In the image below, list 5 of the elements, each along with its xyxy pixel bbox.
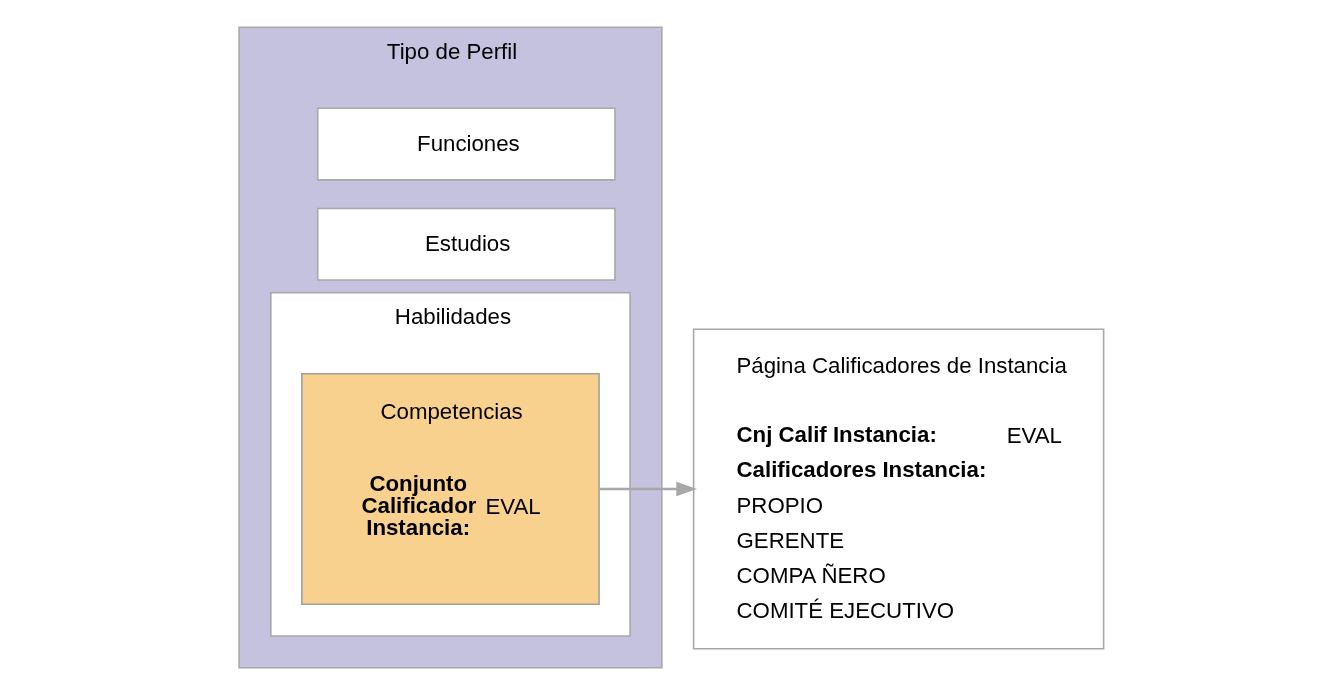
node-box: Página Calificadores de Instancia Cnj Calif Instancia: EVAL Calificadores Instancia: PROPIO GERENTE COMPA ÑERO COMITÉ EJECUTIVO bbox=[692, 328, 1105, 650]
node-box: Competencias Conjunto Calificador Instancia: EVAL bbox=[301, 372, 600, 605]
node-box: Estudios bbox=[316, 207, 616, 281]
arrow bbox=[599, 481, 697, 497]
node-box: Funciones bbox=[316, 107, 616, 181]
